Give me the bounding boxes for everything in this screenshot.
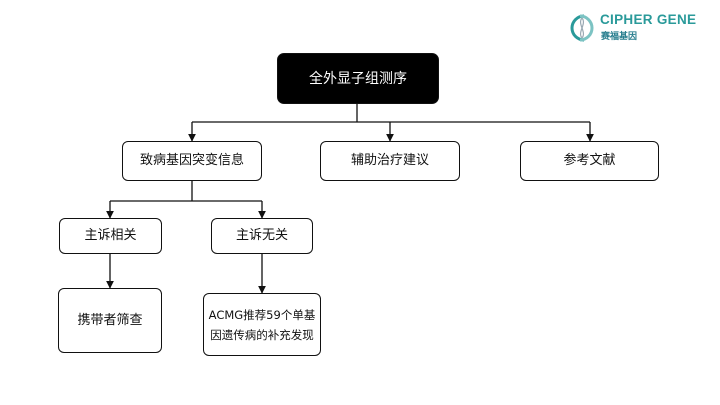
node-carrier-label: 携带者筛查 bbox=[77, 312, 143, 328]
cipher-gene-logo: CIPHER GENE 赛福基因 bbox=[564, 10, 714, 46]
node-pathogenic-label: 致病基因突变信息 bbox=[139, 153, 244, 168]
node-treatment-label: 辅助治疗建议 bbox=[350, 153, 429, 168]
logo-text-en: CIPHER GENE bbox=[600, 12, 697, 27]
node-root-wes: 全外显子组测序 bbox=[277, 53, 439, 104]
node-unrelated-label: 主诉无关 bbox=[235, 228, 288, 243]
logo-text-cn: 赛福基因 bbox=[601, 32, 638, 42]
node-references: 参考文献 bbox=[520, 141, 659, 181]
node-acmg-line1: ACMG推荐59个单基 bbox=[208, 307, 316, 322]
node-references-label: 参考文献 bbox=[563, 153, 616, 168]
node-root-label: 全外显子组测序 bbox=[309, 70, 407, 87]
node-pathogenic-variants: 致病基因突变信息 bbox=[122, 141, 262, 181]
node-treatment-advice: 辅助治疗建议 bbox=[320, 141, 460, 181]
logo-helix-icon bbox=[570, 14, 594, 42]
node-complaint-unrelated: 主诉无关 bbox=[211, 218, 313, 254]
node-acmg-line2: 因遗传病的补充发现 bbox=[210, 327, 314, 342]
node-acmg-secondary-findings: ACMG推荐59个单基 因遗传病的补充发现 bbox=[203, 293, 321, 356]
node-carrier-screening: 携带者筛查 bbox=[58, 288, 162, 353]
node-related-label: 主诉相关 bbox=[84, 228, 137, 243]
node-complaint-related: 主诉相关 bbox=[59, 218, 162, 254]
